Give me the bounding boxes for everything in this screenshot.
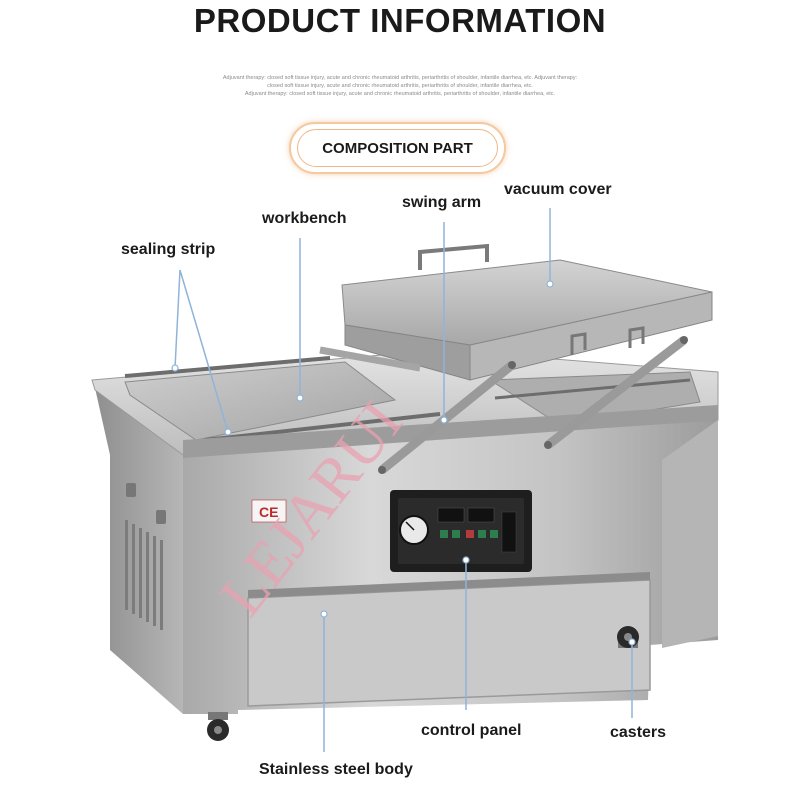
right-face [662,420,718,648]
arm-bolt [680,336,688,344]
callout-swing-arm: swing arm [402,194,482,211]
callout-stainless-steel-body: Stainless steel body [259,761,413,778]
callout-dots [171,280,636,646]
callout-control-panel: control panel [421,722,522,739]
sealing-strip-front [204,412,441,442]
caster-right [617,626,639,648]
fine-print: Adjuvant therapy: closed soft tissue inj… [140,74,660,98]
arm-bolt [508,361,516,369]
ce-plate [251,499,287,523]
fine-print-line: Adjuvant therapy: closed soft tissue inj… [244,91,556,97]
sealing-strip-right [494,378,691,400]
callout-casters: casters [610,724,667,741]
ce-mark: CE [259,504,278,520]
workbench-chamber [124,361,397,441]
side-latch [156,510,166,524]
swing-arm-right [545,336,687,449]
fine-print-line: closed soft tissue injury, acute and chr… [267,83,533,89]
side-vents [125,520,163,630]
callout-sealing-strip: sealing strip [121,241,216,258]
callout-line-sealing-strip [174,269,181,369]
section-badge-label: COMPOSITION PART [297,129,498,167]
swing-arm-rear [319,346,421,372]
front-door-lip [248,572,650,598]
sealing-strip-rear [124,356,331,378]
front-door [247,579,651,707]
caster-left [207,712,229,741]
lid-handle [418,243,489,270]
hinge-bracket [570,332,587,355]
control-panel [390,490,532,572]
page-title: PRODUCT INFORMATION [193,2,607,39]
callout-line-sealing-strip [179,269,229,433]
fine-print-line: Adjuvant therapy: closed soft tissue inj… [222,75,578,81]
side-latch [126,483,136,497]
hinge-bracket [628,326,645,348]
arm-bolt [544,441,552,449]
vacuum-cover-right [469,291,713,381]
callout-workbench: workbench [262,210,347,227]
swing-arm-left [379,361,515,474]
callout-vacuum-cover: vacuum cover [504,181,612,198]
section-badge: COMPOSITION PART [289,122,506,174]
arm-bolt [378,466,386,474]
callout-lines [174,208,633,752]
